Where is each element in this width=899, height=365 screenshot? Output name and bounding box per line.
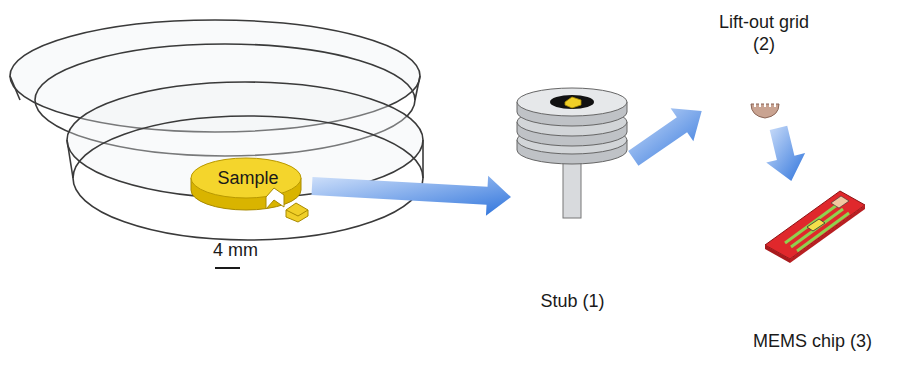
block-arrow bbox=[311, 176, 511, 216]
scale-label: 4 mm bbox=[213, 240, 258, 261]
dish-side bbox=[67, 140, 73, 178]
dish-side bbox=[415, 76, 420, 100]
dish-side bbox=[422, 140, 424, 178]
lift-out-grid: Lift-out grid (2) bbox=[705, 12, 823, 124]
stub-holder: Stub (1) bbox=[515, 88, 630, 313]
mems-chip: MEMS chip (3) bbox=[745, 185, 880, 353]
node-label: Stub (1) bbox=[540, 291, 604, 313]
node-label: MEMS chip (3) bbox=[753, 331, 872, 353]
mems-chip-drawing bbox=[745, 185, 880, 353]
node-label: Lift-out grid (2) bbox=[709, 12, 819, 55]
stub-holder-drawing bbox=[515, 88, 630, 313]
scale-bar bbox=[215, 267, 240, 269]
block-arrow bbox=[766, 126, 805, 181]
dish-base-bottom bbox=[73, 116, 423, 240]
dish-side bbox=[10, 76, 20, 100]
sample-disk: Sample bbox=[188, 140, 308, 225]
node-label: Sample bbox=[217, 168, 278, 190]
block-arrow bbox=[628, 108, 702, 166]
